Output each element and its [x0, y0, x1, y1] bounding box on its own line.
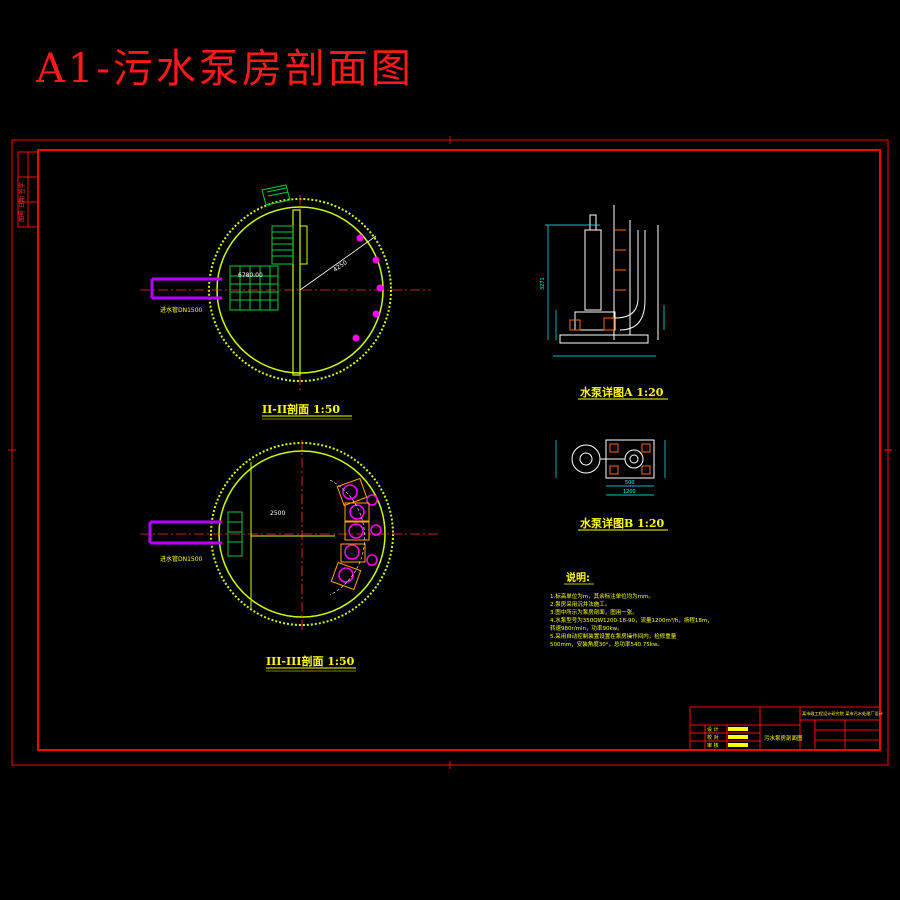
- title-block-row: 设 计: [707, 726, 719, 733]
- title-block-fills: [728, 727, 748, 747]
- sheet-border: [8, 136, 892, 769]
- pump-detail-b: 500 1200 水泵详图B 1:20: [555, 439, 668, 531]
- notes-block: 说明: 1.标高单位为m，其余标注单位均为mm。 2.泵房采用沉井法施工。 3.…: [550, 571, 713, 648]
- section-iii-pump-frames: [330, 477, 370, 591]
- notes-item: 转速980r/min，功率90kw。: [550, 624, 623, 632]
- notes-item: 2.泵房采用沉井法施工。: [550, 600, 610, 608]
- section-iii-screen: [227, 511, 243, 557]
- pump-detail-a: 3271 水泵详图A 1:20: [540, 205, 668, 400]
- section-ii-dim-upper: 6780.00: [238, 272, 263, 279]
- section-iii-label: III-III剖面 1:50: [266, 654, 355, 668]
- notes-item: 1.标高单位为m，其余标注单位均为mm。: [550, 592, 654, 600]
- page-title: A1-污水泵房剖面图: [36, 46, 414, 92]
- left-info-strip: [17, 151, 39, 228]
- section-ii-inlet-pipe: [150, 277, 222, 300]
- title-block-drawing-name: 污水泵房剖面图: [764, 734, 803, 742]
- notes-item: 4.水泵型号为350QW1200-18-90，流量1200m³/h，扬程18m，: [550, 616, 713, 624]
- title-block: [689, 706, 881, 751]
- notes-item: 5.采用自动控制装置设置在泵房操作间内，检修重量: [550, 632, 677, 640]
- section-ii-pipe-label: 进水管DN1500: [160, 306, 203, 314]
- section-iii-dim-mid: 2500: [270, 510, 285, 517]
- pump-detail-b-label: 水泵详图B 1:20: [580, 516, 664, 530]
- section-iii-pumps: [338, 484, 382, 583]
- section-ii-radius-line: [299, 235, 377, 291]
- section-iii-inlet-pipe: [148, 520, 222, 545]
- section-ii-label: II-II剖面 1:50: [262, 402, 340, 416]
- title-block-row: 校 对: [707, 734, 719, 741]
- pump-detail-a-dim-height: 3271: [540, 277, 546, 290]
- section-ii-view: 6780.00 进水管DN1500 4250 II-II剖面 1:50: [140, 184, 430, 420]
- section-iii-pump-arc: [329, 479, 365, 596]
- notes-item: 3.图中所示为泵房剖面，图用一张。: [550, 608, 638, 616]
- section-iii-pipe-label: 进水管DN1500: [160, 555, 203, 563]
- section-ii-hatch: [261, 184, 291, 206]
- pump-detail-b-dim-1: 500: [625, 480, 635, 486]
- section-ii-stair: [271, 225, 308, 265]
- section-ii-pump-marks: [352, 234, 384, 342]
- title-block-row: 审 核: [707, 742, 719, 749]
- section-ii-dim-diag: 4250: [332, 259, 349, 274]
- notes-item: 500mm，安装角度30°，总功率540.75kw。: [550, 640, 663, 648]
- section-ii-partition-wall: [292, 209, 301, 376]
- section-iii-interior-lines: [250, 462, 335, 610]
- section-iii-view: 2500 进水管DN1500 III-III剖面 1:50: [140, 440, 440, 672]
- left-strip-text: 图号 日期 签字: [18, 182, 26, 222]
- notes-heading: 说明:: [566, 571, 590, 584]
- pump-detail-b-dim-2: 1200: [623, 489, 636, 495]
- section-ii-screen: [229, 265, 279, 311]
- title-block-org: 某市政工程设计研究院 某市污水处理厂设计: [802, 710, 883, 717]
- pump-detail-a-label: 水泵详图A 1:20: [580, 385, 664, 399]
